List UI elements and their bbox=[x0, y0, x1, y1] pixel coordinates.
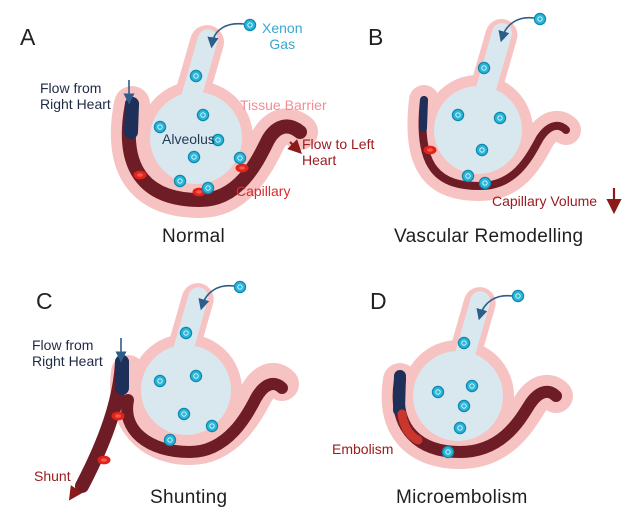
alveolus bbox=[150, 92, 242, 184]
xenon-atom-icon bbox=[493, 111, 507, 125]
panel-c-schematic bbox=[68, 280, 299, 501]
xenon-atom-icon bbox=[177, 407, 191, 421]
capillary-inflow bbox=[393, 370, 406, 416]
arrow-icon bbox=[476, 294, 513, 321]
alveolus bbox=[434, 86, 522, 174]
red-blood-cell-icon bbox=[235, 163, 249, 173]
embolism-clot bbox=[397, 409, 423, 445]
xenon-atom-icon bbox=[153, 374, 167, 388]
xenon-atom-icon bbox=[179, 326, 193, 340]
flow-from-right-heart-label: Flow from Right Heart bbox=[32, 337, 103, 369]
capillary bbox=[418, 96, 570, 191]
flow-to-label-line1: Flow to Left bbox=[302, 136, 375, 152]
flow-from-label-line2: Right Heart bbox=[40, 96, 111, 113]
panel-d-letter: D bbox=[370, 288, 387, 314]
panel-b-letter: B bbox=[368, 24, 384, 50]
flow-from-right-heart-label: Flow from Right Heart bbox=[40, 80, 111, 112]
xenon-atom-icon bbox=[163, 433, 177, 447]
alveolus bbox=[413, 351, 503, 441]
xenon-atom-icon bbox=[243, 18, 257, 32]
xenon-atom-icon bbox=[189, 369, 203, 383]
flow-to-left-heart-label: Flow to Left Heart bbox=[302, 136, 374, 168]
xenon-atom-icon bbox=[511, 289, 525, 303]
xenon-atom-icon bbox=[441, 445, 455, 459]
capillary-inflow bbox=[419, 96, 428, 132]
panel-a-letter: A bbox=[20, 24, 36, 50]
arrow-icon bbox=[198, 284, 235, 311]
flow-from-label-line1: Flow from bbox=[40, 80, 102, 96]
embolism-label: Embolism bbox=[332, 441, 394, 457]
xenon-atom-icon bbox=[451, 108, 465, 122]
red-blood-cell-icon bbox=[133, 170, 147, 180]
xenon-atom-icon bbox=[478, 176, 492, 190]
xenon-gas-label: Xenon Gas bbox=[262, 20, 302, 52]
xenon-atom-icon bbox=[461, 169, 475, 183]
panel-b-caption: Vascular Remodelling bbox=[394, 226, 584, 247]
flow-from-label-line2: Right Heart bbox=[32, 353, 103, 370]
panel-d-schematic bbox=[381, 287, 573, 470]
xenon-atom-icon bbox=[233, 151, 247, 165]
alveolar-duct bbox=[474, 23, 512, 103]
xenon-atom-icon bbox=[431, 385, 445, 399]
xenon-atom-icon bbox=[173, 174, 187, 188]
xenon-atom-icon bbox=[187, 150, 201, 164]
xenon-atom-icon bbox=[475, 143, 489, 157]
xenon-atom-icon bbox=[465, 379, 479, 393]
xenon-atom-icon bbox=[196, 108, 210, 122]
xenon-atom-icon bbox=[233, 280, 247, 294]
red-blood-cell-icon bbox=[111, 411, 125, 421]
panel-a-schematic bbox=[110, 18, 318, 219]
xenon-atom-icon bbox=[457, 399, 471, 413]
xenon-atom-icon bbox=[201, 181, 215, 195]
panel-c-caption: Shunting bbox=[150, 487, 228, 508]
panel-d-caption: Microembolism bbox=[396, 487, 528, 508]
capillary-inflow bbox=[124, 97, 139, 139]
red-blood-cell-icon bbox=[423, 145, 437, 155]
xenon-atom-icon bbox=[477, 61, 491, 75]
xenon-gas-label-line1: Xenon bbox=[262, 20, 303, 36]
xenon-atom-icon bbox=[205, 419, 219, 433]
xenon-gas-label-line2: Gas bbox=[269, 36, 296, 53]
arrow-icon bbox=[207, 22, 245, 49]
flow-to-label-line2: Heart bbox=[302, 152, 337, 169]
arrow-icon bbox=[287, 139, 302, 154]
xenon-atom-icon bbox=[453, 421, 467, 435]
capillary-volume-label: Capillary Volume bbox=[492, 193, 598, 209]
xenon-atom-icon bbox=[457, 336, 471, 350]
tissue-barrier-label: Tissue Barrier bbox=[240, 97, 327, 113]
xenon-atom-icon bbox=[189, 69, 203, 83]
flow-from-label-line1: Flow from bbox=[32, 337, 94, 353]
capillary bbox=[121, 377, 288, 459]
arrow-icon bbox=[68, 483, 83, 501]
panel-c-letter: C bbox=[36, 288, 53, 314]
capillary-label: Capillary bbox=[236, 183, 291, 199]
panel-b-schematic bbox=[407, 12, 622, 215]
shunt-label: Shunt bbox=[34, 468, 71, 484]
alveolus-label: Alveolus bbox=[162, 131, 215, 147]
alveolus bbox=[141, 345, 231, 435]
xenon-atom-icon bbox=[533, 12, 547, 26]
red-blood-cell-icon bbox=[97, 455, 111, 465]
panel-a-caption: Normal bbox=[162, 226, 226, 247]
arrow-icon bbox=[498, 16, 535, 43]
capillary bbox=[121, 97, 307, 208]
